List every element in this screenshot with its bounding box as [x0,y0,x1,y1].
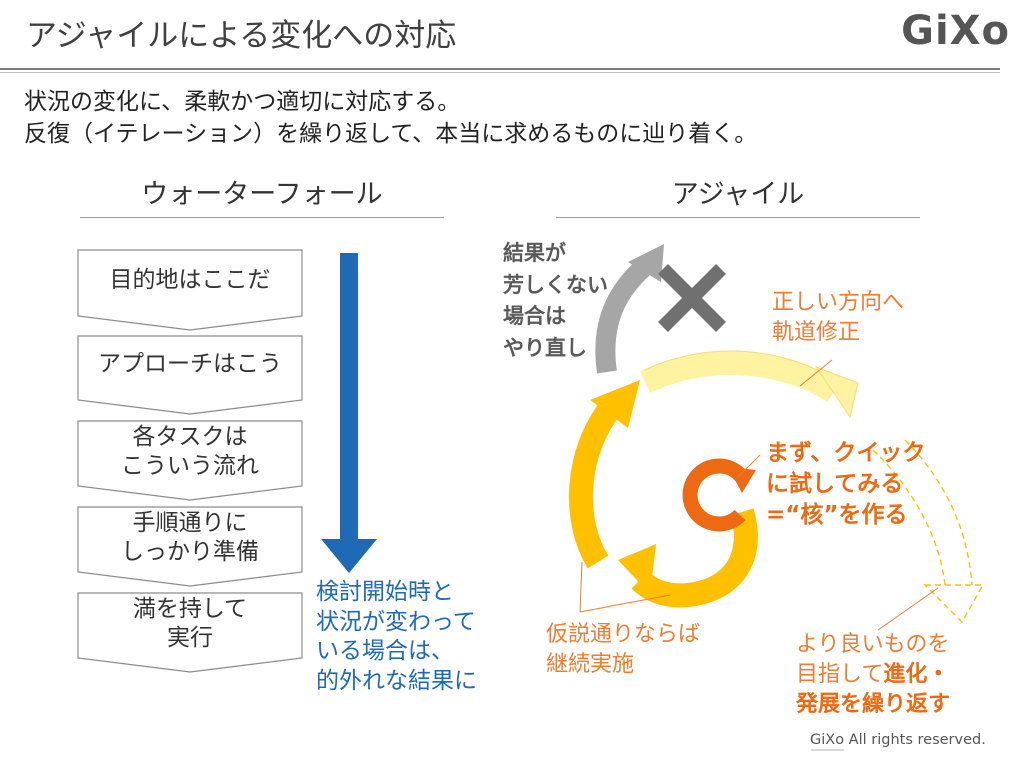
step-5-label: 満を持して 実行 [132,596,248,651]
lead-line-1: 状況の変化に、柔軟かつ適切に対応する。 [24,89,461,115]
footer-brand: GiXo [810,732,845,748]
agile-title: アジャイル [671,179,805,210]
step-box-5 [77,592,303,673]
evolve-note: より良いものを 目指して進化・ 発展を繰り返す [796,632,951,717]
correction-arrow [639,350,859,419]
step-box-4 [77,506,303,587]
header-divider-shadow [0,72,1000,73]
waterfall-title: ウォーターフォール [141,179,383,210]
agile-rule [556,217,920,218]
evolution-arrow [872,439,985,624]
step-1-label: 目的地はここだ [109,267,271,293]
copyright-footer: GiXo All rights reserved. [810,732,986,748]
gixo-logo: GiXo [901,8,1010,54]
step-box-2 [77,335,303,415]
continue-leader-2 [579,594,671,613]
step-3-label: 各タスクは こういう流れ [121,424,259,479]
waterfall-arrow [321,253,377,573]
waterfall-rule [80,217,444,218]
lead-line-2: 反復（イテレーション）を繰り返して、本当に求めるものに辿り着く。 [24,121,758,147]
course-correct-note: 正しい方向へ 軌道修正 [772,290,905,345]
waterfall-risk-note: 検討開始時と 状況が変わって いる場合は、 的外れな結果に [316,579,477,694]
continue-leader-1 [579,561,583,613]
fail-x-icon [658,264,726,332]
page-title: アジャイルによる変化への対応 [26,18,457,54]
continue-note: 仮説通りならば 継続実施 [546,622,701,677]
core-cycle-icon [682,458,756,532]
step-2-label: アプローチはこう [98,351,282,377]
core-leader [737,454,761,478]
continue-arrow-left [568,380,640,569]
continue-arrow-bottom [618,508,758,608]
footer-rights: All rights reserved. [844,732,986,748]
step-box-1 [77,249,303,331]
header-divider [0,68,1000,70]
step-4-label: 手順通りに しっかり準備 [121,510,259,565]
core-note: まず、クイック に試してみる =“核”を作る [766,440,926,528]
retry-arrow [595,244,664,374]
correct-leader [799,359,833,387]
step-box-3 [77,420,303,501]
evolve-leader [877,587,939,631]
retry-note: 結果が 芳しくない 場合は やり直し [503,241,608,360]
